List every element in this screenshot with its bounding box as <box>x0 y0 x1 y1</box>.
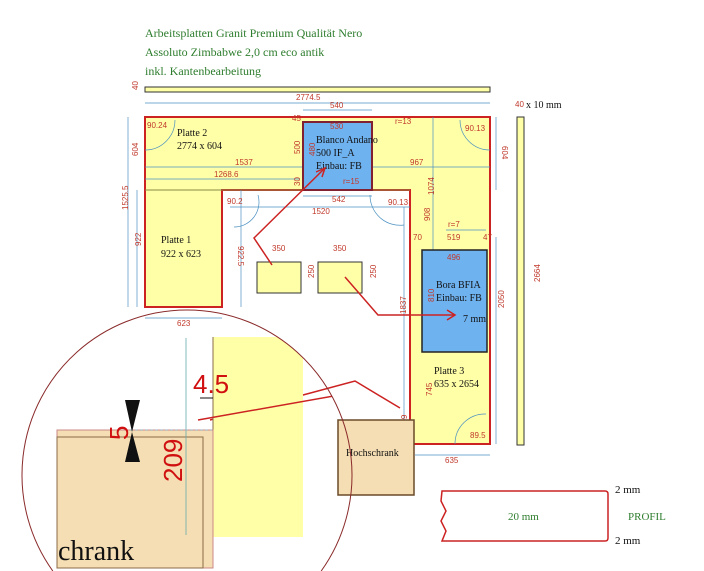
dim-r13: r=13 <box>395 117 412 126</box>
piece-1 <box>256 261 302 294</box>
right-strip-length: 2664 <box>533 264 542 282</box>
dim-depth-left: 604 <box>131 142 140 156</box>
sink-label-2: 500 IF_A <box>316 148 355 159</box>
dim-total-width: 2774.5 <box>296 93 321 102</box>
right-strip-thickness: 40 <box>515 100 524 109</box>
plate-1-name: Platte 1 <box>161 235 191 246</box>
dim-480: 480 <box>308 142 317 156</box>
dim-908: 908 <box>423 207 432 221</box>
sink-label-1: Blanco Andano <box>316 135 378 146</box>
dim-r15: r=15 <box>343 177 360 186</box>
dim-depth-right: 604 <box>500 146 509 160</box>
plate-3-name: Platte 3 <box>434 366 464 377</box>
profile-top-edge: 2 mm <box>615 484 641 496</box>
plate-2-name: Platte 2 <box>177 128 207 139</box>
profile-bottom-edge: 2 mm <box>615 535 641 547</box>
hob-label-1: Bora BFIA <box>436 280 482 291</box>
dim-350-a: 350 <box>272 244 286 253</box>
right-strip-label: x 10 mm <box>526 100 562 111</box>
dim-angle-inner-right: 90.13 <box>388 198 409 207</box>
detail-gap-y: 5 <box>104 426 134 440</box>
dim-623: 623 <box>177 319 191 328</box>
dim-angle-tl: 90.24 <box>147 121 168 130</box>
detail-depth: 209 <box>158 439 188 482</box>
dim-1837: 1837 <box>399 296 408 314</box>
dim-967: 967 <box>410 158 424 167</box>
detail-cabinet-label: chrank <box>58 536 134 567</box>
dim-635: 635 <box>445 456 459 465</box>
profile-thickness: 20 mm <box>508 511 539 523</box>
dim-1525: 1525.5 <box>121 185 130 210</box>
dim-500: 500 <box>293 140 302 154</box>
dim-519: 519 <box>447 233 461 242</box>
hob-gap-label: 7 mm <box>463 314 486 325</box>
dimension-lines <box>127 109 497 456</box>
dim-250-a: 250 <box>307 264 316 278</box>
hob-label-2: Einbau: FB <box>436 293 482 304</box>
plate-2-size: 2774 x 604 <box>177 141 222 152</box>
dim-745: 745 <box>425 382 434 396</box>
dim-922-5: 922.5 <box>236 246 245 267</box>
dim-2050: 2050 <box>497 290 506 308</box>
dim-r7: r=7 <box>448 220 460 229</box>
tall-cabinet-label: Hochschrank <box>346 448 399 459</box>
dim-angle-br: 89.5 <box>470 431 486 440</box>
dim-angle-inner-left: 90.2 <box>227 197 243 206</box>
sink-label-3: Einbau: FB <box>316 161 362 172</box>
dim-250-b: 250 <box>369 264 378 278</box>
top-strip-thickness: 40 <box>131 81 140 90</box>
dim-sink-inner: 530 <box>330 122 344 131</box>
hob-cutout <box>421 249 488 353</box>
header-line-2: Assoluto Zimbabwe 2,0 cm eco antik <box>145 45 325 59</box>
dim-angle-tr: 90.13 <box>465 124 486 133</box>
dim-45: 45 <box>292 114 301 123</box>
right-edge-strip <box>516 116 525 446</box>
dim-70: 70 <box>413 233 422 242</box>
detail-magnifier: 4.5 5 209 chrank <box>56 337 352 569</box>
dim-542: 542 <box>332 195 346 204</box>
dim-sink-outer: 540 <box>330 101 344 110</box>
edge-profile <box>440 490 609 542</box>
dim-922: 922 <box>134 232 143 246</box>
dim-30: 30 <box>293 177 302 186</box>
dim-1268: 1268.6 <box>214 170 239 179</box>
plate-1-size: 922 x 623 <box>161 249 201 260</box>
header-line-3: inkl. Kantenbearbeitung <box>145 64 261 78</box>
dim-1074: 1074 <box>427 177 436 195</box>
dim-1537: 1537 <box>235 158 253 167</box>
dim-350-b: 350 <box>333 244 347 253</box>
dim-47: 47 <box>483 233 492 242</box>
detail-circle <box>21 309 353 571</box>
header-line-1: Arbeitsplatten Granit Premium Qualität N… <box>145 26 363 40</box>
dim-496: 496 <box>447 253 461 262</box>
dim-810: 810 <box>427 288 436 302</box>
profile-title: PROFIL <box>628 511 666 523</box>
detail-gap-x: 4.5 <box>193 369 229 399</box>
dim-1520: 1520 <box>312 207 330 216</box>
plate-3-size: 635 x 2654 <box>434 379 479 390</box>
top-edge-strip <box>144 86 491 93</box>
